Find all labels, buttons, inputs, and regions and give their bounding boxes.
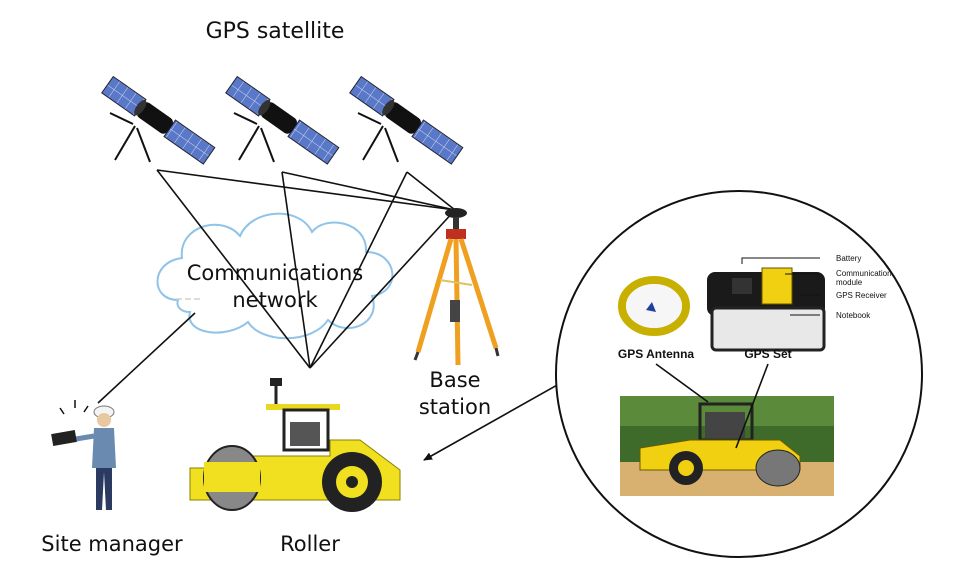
gps-set-icon [707,267,826,352]
satellite-icon-3 [349,75,464,165]
antenna-pointer-line [655,363,709,403]
roller-vehicle-icon [189,378,401,512]
site-manager-figure-icon [51,400,116,510]
callout-notebook: Notebook [836,311,871,320]
network-label: network [232,288,318,312]
detail-circle [555,190,923,558]
gps-set-label: GPS Set [744,347,791,361]
gps-antenna-label: GPS Antenna [618,347,695,361]
site-manager-label: Site manager [41,532,183,556]
base-station-tripod-icon [413,208,500,366]
gps-set-pointer-line [735,363,769,449]
roller-photo [620,396,834,496]
gps-satellite-label: GPS satellite [206,19,345,44]
station-label: station [419,395,491,419]
roller-label: Roller [280,532,340,556]
communications-label: Communications [187,261,363,285]
callout-module: module [836,278,863,287]
satellite-icon-2 [225,75,340,165]
signal-lines [97,169,456,404]
satellite-icon-1 [101,75,216,165]
callout-lines [741,257,820,316]
callout-communication: Communication [836,269,892,278]
gps-antenna-icon [618,276,690,336]
callout-gps-receiver: GPS Receiver [836,291,887,300]
detail-arrow [423,374,576,461]
callout-battery: Battery [836,254,861,263]
base-label: Base [429,368,480,392]
